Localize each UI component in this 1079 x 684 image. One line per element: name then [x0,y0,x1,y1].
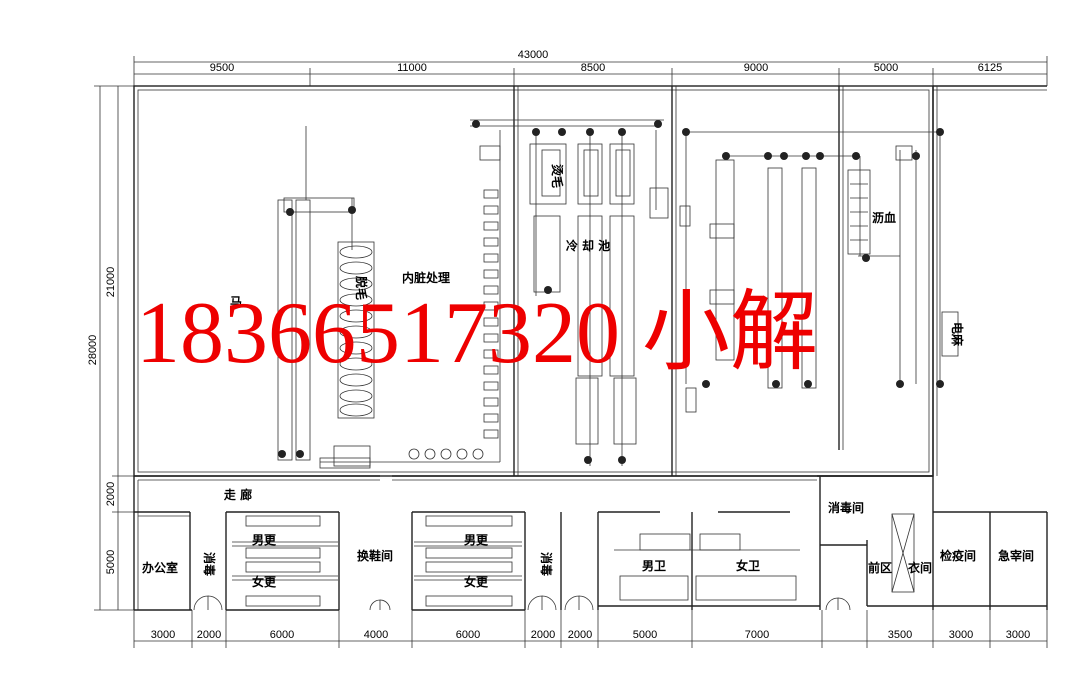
dim-bottom-2: 2000 [197,629,221,641]
dim-bottom-8: 5000 [633,629,657,641]
dim-bottom-11: 3000 [949,629,973,641]
dim-top-2: 11000 [397,62,427,74]
label-men-wc: 男卫 [642,559,666,573]
scald-electric-section [685,131,959,413]
dim-bottom-5: 6000 [456,629,480,641]
label-emergency-slaughter: 急宰间 [998,548,1034,563]
dim-top-5: 5000 [874,62,898,74]
dim-left-corridor: 2000 [105,482,117,506]
label-disinfect-left: 消毒 [202,552,217,576]
watermark-text: 18366517320 小解 [136,285,818,382]
dim-left-upper: 21000 [105,267,117,298]
dim-total-width: 43000 [518,49,549,61]
walls [133,85,1048,611]
label-quarantine: 检疫间 [940,548,976,563]
label-men-change-2: 男更 [464,533,489,547]
label-corridor: 走 廊 [224,487,252,502]
label-viscera: 内脏处理 [402,270,450,285]
dim-top-4: 9000 [744,62,768,74]
label-small-1: 马 [230,295,242,309]
label-clothes-room: 衣间 [908,560,932,575]
right-anchors [682,128,944,388]
label-bloodletting: 沥血 [872,210,896,225]
dim-bottom-10: 3500 [888,629,912,641]
dim-top-6: 6125 [978,62,1002,74]
label-disinfect-room: 消毒间 [828,500,864,515]
dim-bottom-4: 4000 [364,629,388,641]
plucking-line [277,119,664,469]
label-women-wc: 女卫 [736,558,760,573]
dim-top-3: 8500 [581,62,605,74]
label-pre-area: 前区 [868,560,892,575]
lockers-group-1 [232,515,338,607]
label-men-change-1: 男更 [252,533,277,547]
dim-bottom-7: 2000 [568,629,592,641]
label-chill-pool: 冷 却 池 [566,238,610,253]
dim-bottom-1: 3000 [151,629,175,641]
dim-top-1: 9500 [210,62,234,74]
label-women-change-1: 女更 [252,574,277,589]
lockers-group-2 [414,515,522,607]
wc-fixtures [614,513,915,601]
chill-pool-section [529,130,691,466]
dim-bottom-12: 3000 [1006,629,1030,641]
label-shoe-room: 换鞋间 [357,548,393,563]
label-women-change-2: 女更 [464,574,489,589]
dim-left-total: 28000 [87,335,99,366]
label-office: 办公室 [142,560,178,575]
doors [193,595,851,611]
label-disinfect-mid: 消毒 [539,552,554,576]
label-electric-stun: 电麻 [950,322,965,347]
bottom-dimension-chain: 3000 2000 6000 4000 6000 2000 2000 5000 … [133,610,1048,648]
left-dimension-chain: 28000 21000 2000 5000 [87,85,134,611]
dim-bottom-3: 6000 [270,629,294,641]
label-plucking: 脱毛 [354,276,369,300]
dim-left-lower: 5000 [105,550,117,574]
dim-bottom-6: 2000 [531,629,555,641]
chill-pool-anchors [532,128,626,464]
top-dimension-chain: 43000 9500 11000 8500 9000 5000 6125 [133,49,1048,86]
room-labels: 内脏处理 冷 却 池 马 沥血 电麻 烫毛 脱毛 走 廊 办公室 消毒 男更 女… [142,164,1034,589]
dim-bottom-9: 7000 [745,629,769,641]
label-scald: 烫毛 [550,164,565,188]
